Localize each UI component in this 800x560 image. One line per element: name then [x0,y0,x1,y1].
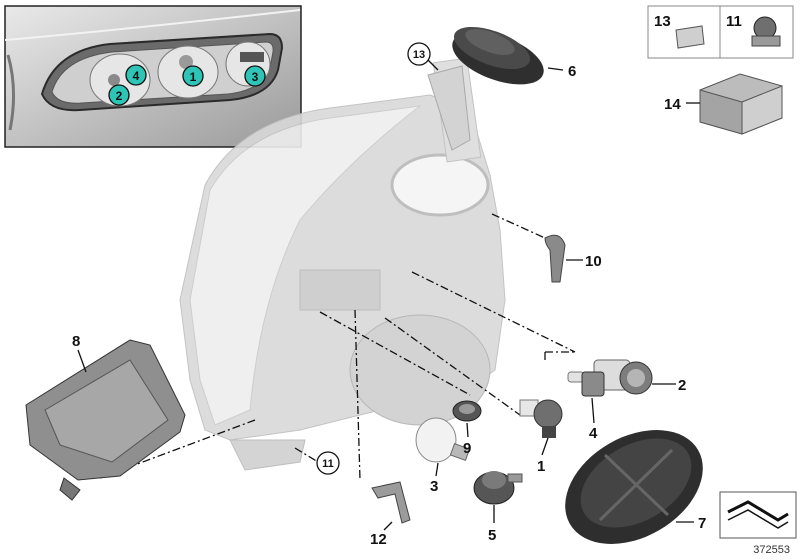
part-1-socket [519,399,563,438]
label-13-circle: 13 [407,42,431,66]
kit-box-13-11 [647,5,794,59]
label-11-box: 11 [726,13,742,30]
label-2: 2 [678,377,686,394]
part-7-cover-cap [565,430,703,544]
svg-text:2: 2 [116,89,123,103]
label-10: 10 [585,253,602,270]
inset-car-front-view: 1 2 3 4 [4,5,302,148]
label-5: 5 [488,527,496,544]
label-3: 3 [430,478,438,495]
part-6-cover-cap [452,26,544,85]
label-1: 1 [537,458,545,475]
label-7: 7 [698,515,706,532]
corner-icon [719,491,797,539]
headlight-assembly [179,57,506,471]
marker-2: 2 [108,84,130,106]
label-14: 14 [664,96,681,113]
part-13-bracket [427,65,471,151]
part-4-bulb [567,371,605,397]
diagram-ref-number: 372553 [753,544,790,556]
part-3-bulb [415,417,471,463]
part-10-clip [544,234,566,283]
label-11-circle: 11 [316,451,340,475]
svg-text:4: 4 [133,69,140,83]
callout-lines [77,67,700,531]
label-13-box: 13 [654,13,671,30]
part-14-kit [699,73,783,135]
label-4: 4 [589,425,598,442]
svg-text:1: 1 [190,70,197,84]
svg-text:13: 13 [413,49,425,61]
label-12: 12 [370,531,387,548]
marker-3: 3 [244,65,266,87]
svg-text:11: 11 [322,458,334,470]
part-8-bracket [25,339,186,501]
label-6: 6 [568,63,576,80]
part-12-clip [371,481,411,524]
marker-1: 1 [182,65,204,87]
label-9: 9 [463,440,471,457]
assembly-lines [99,213,576,481]
marker-4: 4 [125,64,147,86]
part-5-socket [473,471,523,505]
part-9-grommet [452,400,482,422]
svg-text:3: 3 [252,70,259,84]
label-8: 8 [72,333,80,350]
part-labels: 6 10 2 4 1 9 3 5 7 8 12 14 13 11 13 11 [72,13,742,548]
